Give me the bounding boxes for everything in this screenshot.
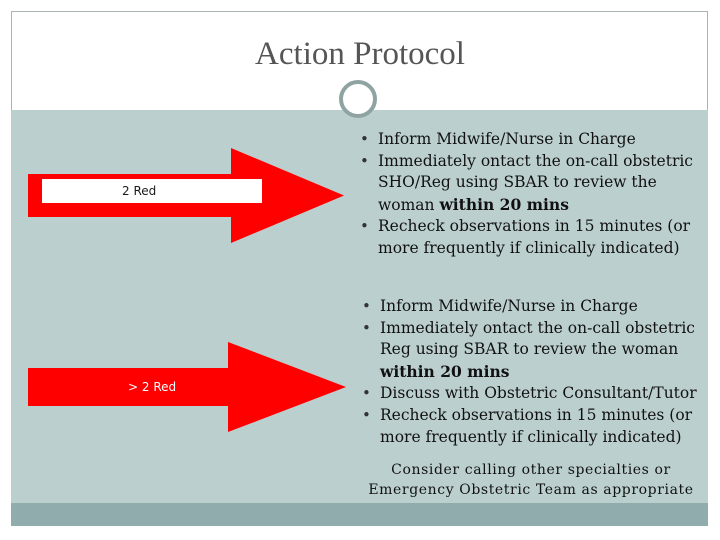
escalation-note: Consider calling other specialties or Em… [368, 462, 694, 498]
bullet-item: Recheck observations in 15 minutes (or m… [356, 405, 706, 448]
footer-bar [11, 503, 708, 526]
bullet-item: Inform Midwife/Nurse in Charge [356, 296, 706, 318]
bullet-item: Inform Midwife/Nurse in Charge [354, 129, 702, 151]
bullet-item: Immediately ontact the on-call obstetric… [356, 318, 706, 384]
row-2-red-bullets: Inform Midwife/Nurse in Charge Immediate… [354, 129, 702, 260]
emphasis-text: within 20 mins [380, 361, 510, 381]
bullet-item: Discuss with Obstetric Consultant/Tutor [356, 383, 706, 405]
arrow-2-red-label-box [42, 179, 262, 203]
arrow-2-red-label: 2 Red [122, 184, 157, 198]
emphasis-text: within 20 mins [439, 194, 569, 214]
row-more-than-2-red-bullets: Inform Midwife/Nurse in Charge Immediate… [356, 296, 706, 448]
arrow-more-than-2-red-shape [28, 342, 346, 432]
bullet-item: Immediately ontact the on-call obstetric… [354, 151, 702, 217]
slide-title: Action Protocol [255, 36, 465, 72]
title-divider-circle [339, 80, 377, 118]
arrow-more-than-2-red [28, 342, 346, 432]
arrow-more-than-2-red-label: > 2 Red [128, 380, 177, 394]
bullet-item: Recheck observations in 15 minutes (or m… [354, 216, 702, 259]
